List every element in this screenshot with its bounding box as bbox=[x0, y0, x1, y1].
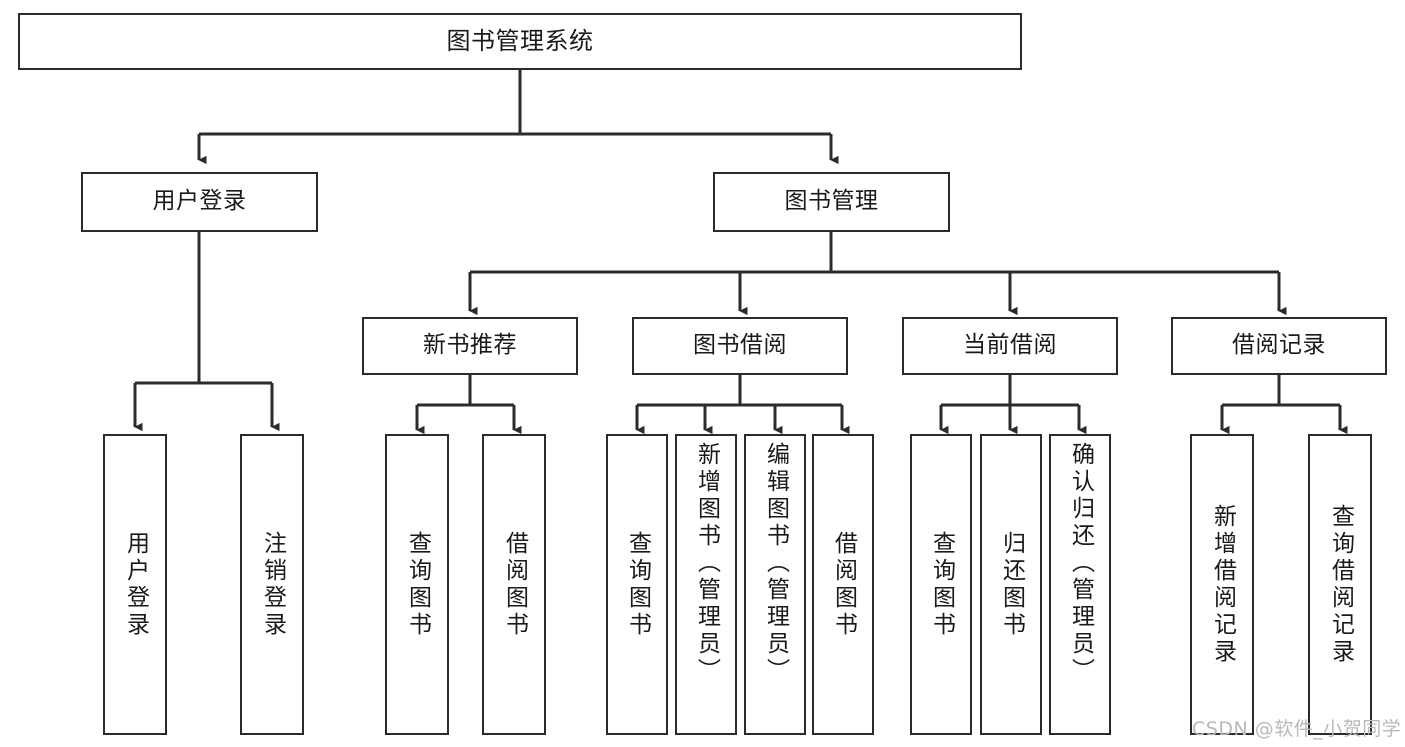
node-book-management[interactable]: 图书管理 bbox=[713, 172, 950, 232]
node-label: 借阅图书 bbox=[501, 530, 528, 639]
node-label: 查询借阅记录 bbox=[1327, 503, 1354, 666]
node-label: 查询图书 bbox=[928, 530, 955, 639]
leaf-query-borrow-record[interactable]: 查询借阅记录 bbox=[1308, 434, 1372, 735]
leaf-confirm-return-admin[interactable]: 确认归还（管理员） bbox=[1049, 434, 1111, 735]
node-new-book-recommend[interactable]: 新书推荐 bbox=[362, 317, 578, 375]
node-label: 新书推荐 bbox=[423, 332, 517, 359]
csdn-watermark: CSDN @软件_小贺同学 bbox=[1192, 714, 1401, 741]
node-root-system[interactable]: 图书管理系统 bbox=[18, 13, 1022, 70]
leaf-query-book-borrow[interactable]: 查询图书 bbox=[606, 434, 668, 735]
leaf-query-book-current[interactable]: 查询图书 bbox=[910, 434, 972, 735]
leaf-borrow-book-borrow[interactable]: 借阅图书 bbox=[812, 434, 874, 735]
node-user-login[interactable]: 用户登录 bbox=[81, 172, 318, 232]
leaf-return-book[interactable]: 归还图书 bbox=[980, 434, 1042, 735]
node-label: 查询图书 bbox=[404, 530, 431, 639]
leaf-user-login[interactable]: 用户登录 bbox=[103, 434, 167, 735]
node-label: 用户登录 bbox=[152, 188, 247, 215]
node-label: 借阅图书 bbox=[830, 530, 857, 639]
node-label: 新增借阅记录 bbox=[1209, 503, 1236, 666]
node-label: 编辑图书（管理员） bbox=[762, 442, 789, 685]
node-current-borrow[interactable]: 当前借阅 bbox=[902, 317, 1118, 375]
leaf-logout[interactable]: 注销登录 bbox=[240, 434, 304, 735]
node-label: 借阅记录 bbox=[1232, 332, 1326, 359]
leaf-add-book-admin[interactable]: 新增图书（管理员） bbox=[675, 434, 737, 735]
node-label: 新增图书（管理员） bbox=[693, 442, 720, 685]
node-book-borrow[interactable]: 图书借阅 bbox=[632, 317, 848, 375]
leaf-edit-book-admin[interactable]: 编辑图书（管理员） bbox=[744, 434, 806, 735]
watermark-text: CSDN @软件_小贺同学 bbox=[1192, 718, 1402, 740]
node-label: 当前借阅 bbox=[963, 332, 1057, 359]
leaf-add-borrow-record[interactable]: 新增借阅记录 bbox=[1190, 434, 1254, 735]
node-label: 查询图书 bbox=[624, 530, 651, 639]
leaf-borrow-book-recommend[interactable]: 借阅图书 bbox=[482, 434, 546, 735]
node-label: 图书管理 bbox=[784, 188, 879, 215]
node-label: 归还图书 bbox=[998, 530, 1025, 639]
node-label: 图书管理系统 bbox=[446, 27, 594, 56]
node-label: 图书借阅 bbox=[693, 332, 787, 359]
node-label: 用户登录 bbox=[122, 530, 149, 639]
node-label: 注销登录 bbox=[259, 530, 286, 639]
node-label: 确认归还（管理员） bbox=[1067, 442, 1094, 685]
node-borrow-record[interactable]: 借阅记录 bbox=[1171, 317, 1387, 375]
leaf-query-book-recommend[interactable]: 查询图书 bbox=[385, 434, 449, 735]
